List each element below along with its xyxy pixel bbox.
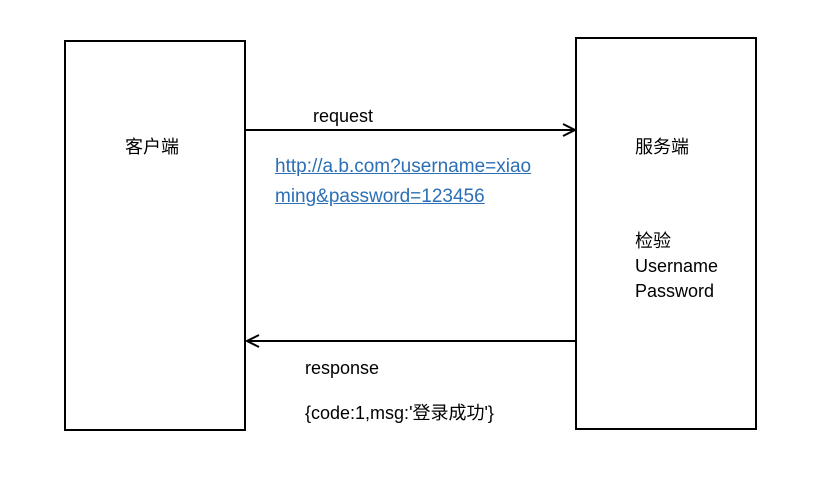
- server-label: 服务端: [635, 137, 689, 157]
- client-label: 客户端: [125, 137, 179, 157]
- response-body: {code:1,msg:'登录成功'}: [305, 403, 494, 423]
- server-check-line: Username: [635, 256, 719, 276]
- request-url-link[interactable]: http://a.b.com?username=xiaoming&passwor…: [275, 156, 532, 207]
- request-label: request: [313, 106, 374, 126]
- request-arrow: [246, 123, 578, 137]
- client-box: [64, 40, 246, 431]
- server-check-line: Password: [635, 281, 715, 301]
- response-label: response: [305, 358, 380, 378]
- response-arrow: [244, 334, 575, 348]
- server-box: [575, 37, 757, 430]
- server-check-text: 检验 Username Password: [635, 229, 718, 304]
- server-check-line: 检验: [635, 231, 671, 251]
